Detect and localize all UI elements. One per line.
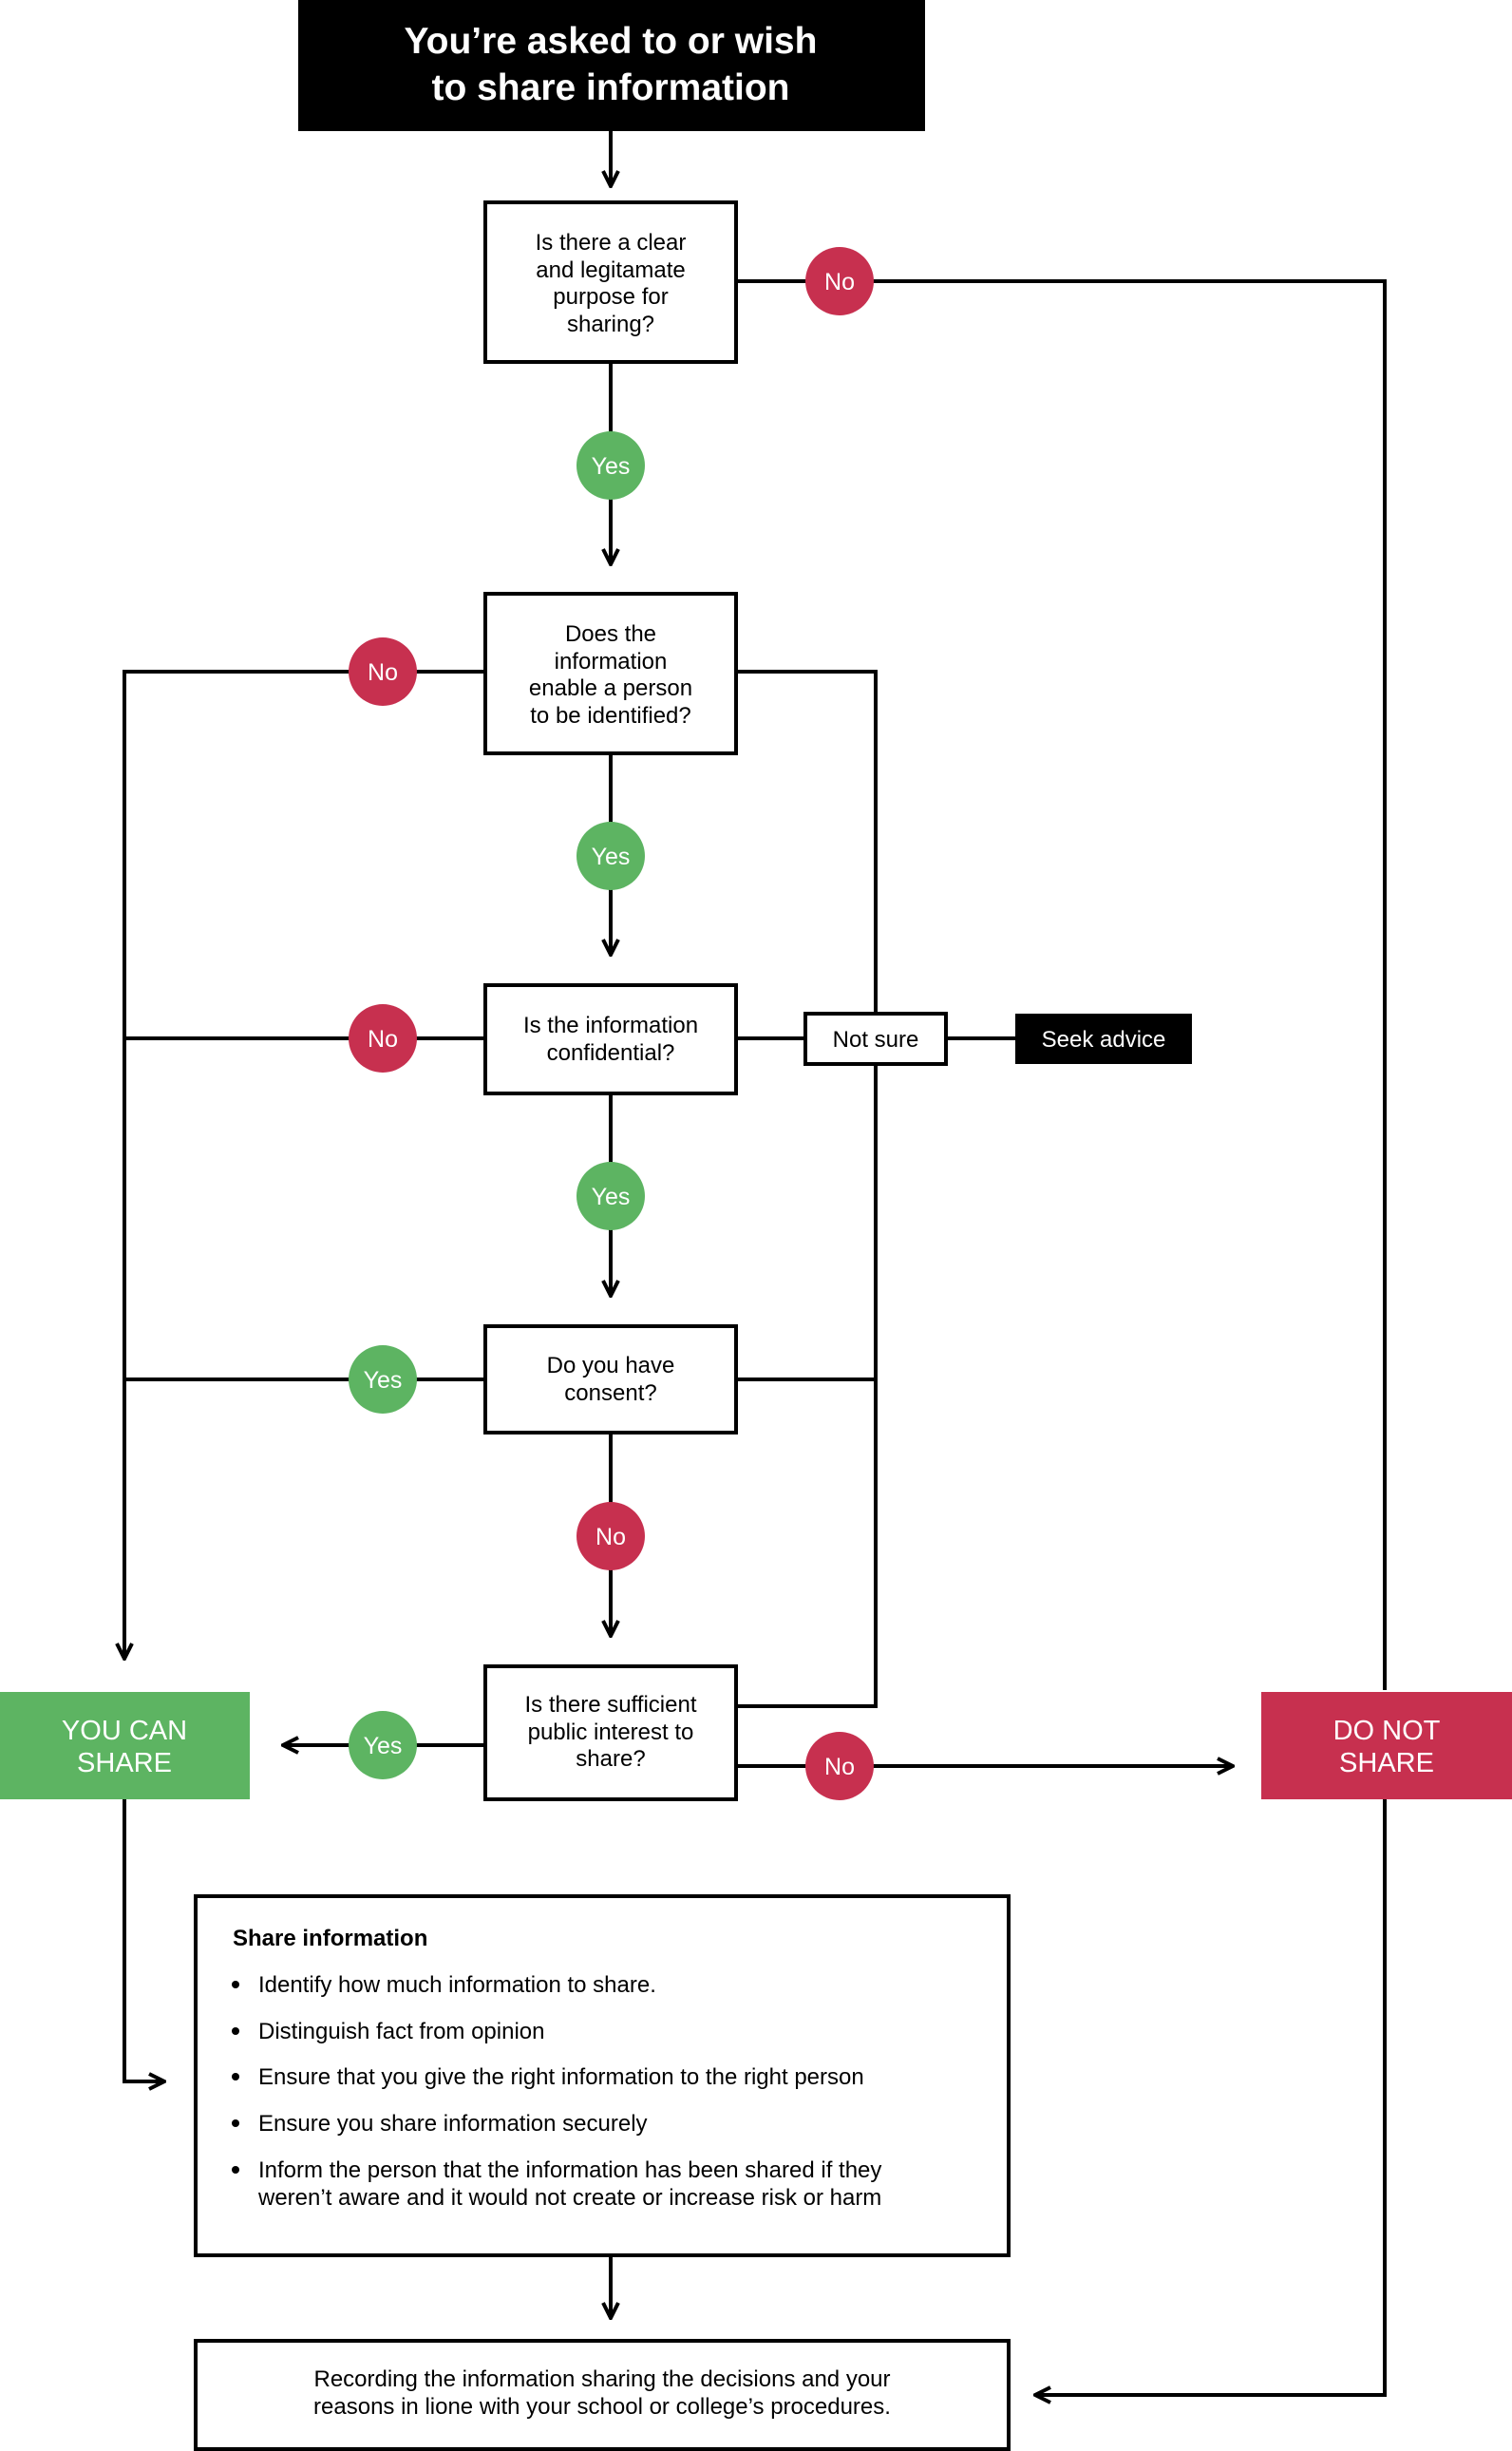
share-info-item-4: Ensure you share information securely <box>258 2111 648 2137</box>
share-information-box: Share information Identify how much info… <box>194 1894 1011 2257</box>
badge-yes-q1-label: Yes <box>592 453 631 480</box>
you-can-share-line-1: YOU CAN <box>62 1716 187 1746</box>
badge-yes-q2: Yes <box>576 822 645 890</box>
badge-yes-q5-label: Yes <box>364 1733 403 1759</box>
not-sure-box: Not sure <box>803 1012 948 1066</box>
share-info-item-2: Distinguish fact from opinion <box>258 2019 544 2044</box>
line-not-sure-vertical <box>736 670 878 1708</box>
q3-line-1: Is the information <box>523 1013 698 1038</box>
q5-line-3: share? <box>576 1746 645 1772</box>
q2-line-1: Does the <box>565 621 656 647</box>
q2-line-4: to be identified? <box>530 703 690 729</box>
badge-yes-q4: Yes <box>349 1345 417 1414</box>
question-clear-purpose: Is there a clear and legitamate purpose … <box>483 200 738 364</box>
bullet-5 <box>232 2166 239 2174</box>
record-line-1: Recording the information sharing the de… <box>313 2366 890 2392</box>
badge-no-q1: No <box>805 247 874 315</box>
q1-line-4: sharing? <box>567 312 654 337</box>
line-left-to-you-can-share <box>124 670 485 1659</box>
badge-yes-q3: Yes <box>576 1162 645 1230</box>
question-public-interest: Is there sufficient public interest to s… <box>483 1664 738 1801</box>
share-info-item-3: Ensure that you give the right informati… <box>258 2064 864 2090</box>
badge-yes-q1: Yes <box>576 431 645 500</box>
badge-no-q4-label: No <box>595 1524 626 1550</box>
q1-line-2: and legitamate <box>536 257 685 283</box>
bullet-1 <box>232 1981 239 1988</box>
not-sure-label: Not sure <box>833 1027 919 1053</box>
badge-no-q3: No <box>349 1004 417 1073</box>
question-consent: Do you have consent? <box>483 1324 738 1434</box>
q2-line-2: information <box>555 649 668 674</box>
do-not-share-line-2: SHARE <box>1339 1748 1434 1778</box>
line-q1-no-to-do-not-share <box>736 279 1387 1690</box>
share-info-item-5-line-2: weren’t aware and it would not create or… <box>257 2185 881 2211</box>
do-not-share-box: DO NOT SHARE <box>1261 1692 1512 1799</box>
q2-line-3: enable a person <box>529 675 692 701</box>
badge-no-q1-label: No <box>824 269 855 295</box>
bullet-3 <box>232 2073 239 2080</box>
badge-yes-q5: Yes <box>349 1711 417 1779</box>
badge-no-q3-label: No <box>368 1026 398 1053</box>
badge-yes-q4-label: Yes <box>364 1367 403 1394</box>
start-line-2: to share information <box>431 67 789 108</box>
question-identified: Does the information enable a person to … <box>483 592 738 755</box>
q1-line-3: purpose for <box>553 284 668 310</box>
q5-line-2: public interest to <box>528 1720 694 1745</box>
badge-no-q4: No <box>576 1502 645 1570</box>
you-can-share-line-2: SHARE <box>77 1748 172 1778</box>
seek-advice-label: Seek advice <box>1042 1027 1166 1053</box>
arrow-you-can-share-to-share-info <box>123 1799 164 2081</box>
q4-line-2: consent? <box>564 1380 656 1406</box>
share-info-item-5-line-1: Inform the person that the information h… <box>258 2157 881 2183</box>
start-line-1: You’re asked to or wish <box>405 21 818 62</box>
record-line-2: reasons in lione with your school or col… <box>313 2394 891 2420</box>
badges: No Yes No Yes No Yes Yes <box>349 247 874 1800</box>
badge-no-q2-label: No <box>368 659 398 686</box>
you-can-share-box: YOU CAN SHARE <box>0 1692 250 1799</box>
badge-no-q5-label: No <box>824 1754 855 1780</box>
seek-advice-box: Seek advice <box>1015 1014 1192 1064</box>
share-info-title: Share information <box>233 1926 427 1951</box>
recording-box: Recording the information sharing the de… <box>194 2339 1011 2451</box>
start-box: You’re asked to or wish to share informa… <box>298 0 925 131</box>
do-not-share-line-1: DO NOT <box>1333 1716 1441 1746</box>
q4-line-1: Do you have <box>547 1353 675 1378</box>
badge-no-q2: No <box>349 637 417 706</box>
q3-line-2: confidential? <box>547 1040 675 1066</box>
badge-yes-q3-label: Yes <box>592 1184 631 1210</box>
q5-line-1: Is there sufficient <box>525 1692 697 1718</box>
share-info-item-1: Identify how much information to share. <box>258 1972 656 1998</box>
q1-line-1: Is there a clear <box>536 230 687 256</box>
question-confidential: Is the information confidential? <box>483 983 738 1095</box>
bullet-4 <box>232 2119 239 2127</box>
badge-yes-q2-label: Yes <box>592 844 631 870</box>
arrow-do-not-share-to-record <box>1035 1799 1387 2395</box>
badge-no-q5: No <box>805 1732 874 1800</box>
bullet-2 <box>232 2027 239 2035</box>
